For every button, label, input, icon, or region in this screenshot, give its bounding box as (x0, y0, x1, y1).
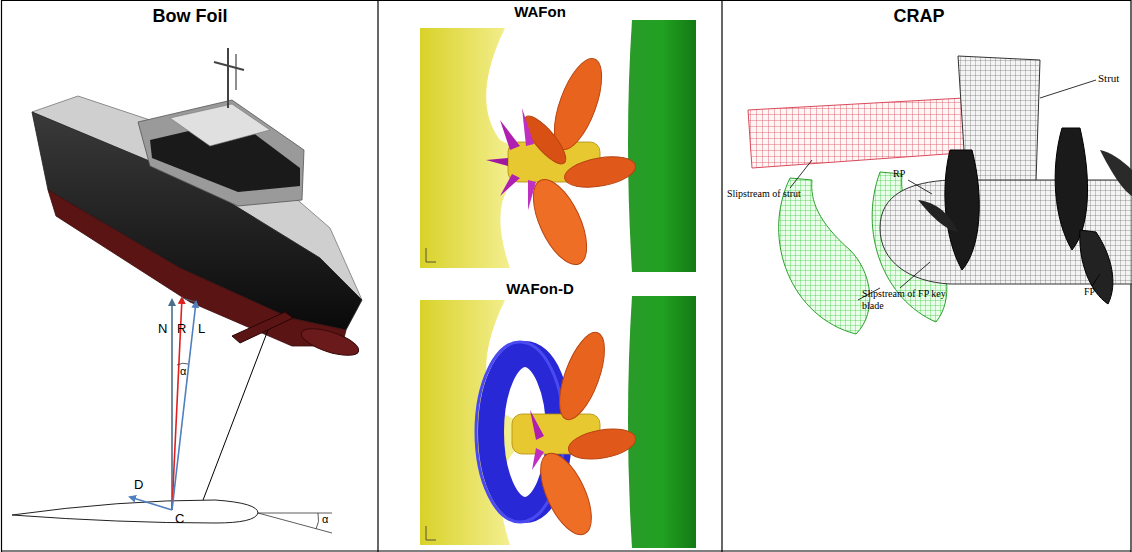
axis-icon (426, 540, 436, 541)
rp-blade (945, 150, 979, 270)
chord-line (258, 513, 332, 533)
part-label: FP (1084, 286, 1095, 298)
figure-panel: WAFon (378, 0, 722, 276)
propeller-blade (550, 327, 613, 425)
hull-yellow (420, 28, 520, 268)
part-label: Slipstream of FP key blade (862, 288, 946, 311)
panel-title: WAFon (368, 3, 712, 20)
rudder-green (628, 296, 696, 548)
axis-icon (426, 526, 427, 540)
wafon-d-illustration (420, 296, 696, 548)
rudder-green (628, 20, 696, 272)
antenna (235, 54, 236, 90)
propeller-blade (566, 424, 638, 463)
point-label: C (175, 512, 184, 527)
panel-title: WAFon-D (368, 280, 712, 297)
angle-label: α (180, 365, 186, 378)
crap-illustration (748, 56, 1132, 334)
panel-title: Bow Foil (2, 6, 378, 27)
reference-line (258, 513, 332, 514)
force-label: N (158, 322, 167, 337)
rp-blade (918, 200, 958, 232)
border-line (721, 0, 722, 552)
force-diagram (12, 298, 332, 533)
angle-arc (177, 363, 188, 365)
roof (170, 104, 270, 146)
part-label: Slipstream of strut (727, 188, 801, 200)
normal-force-arrow (171, 300, 173, 510)
figure-panel: Bow Foil (2, 0, 378, 552)
drag-arrow (130, 497, 172, 510)
mast-arm (214, 62, 244, 70)
leader-line (200, 330, 268, 508)
axis-icon (426, 262, 436, 263)
border-line (1, 0, 1131, 1)
ship-bottom (48, 190, 346, 346)
wake-fin (532, 448, 544, 470)
wake-fin (500, 174, 520, 196)
angle-label: α (322, 513, 328, 526)
wake-fin (500, 120, 520, 150)
wafon-illustration (420, 20, 696, 272)
force-label: L (198, 322, 205, 337)
leader-line (1092, 274, 1100, 286)
angle-arc (316, 513, 319, 529)
part-label: Strut (1098, 72, 1119, 85)
superstructure (138, 100, 304, 206)
part-label: RP (893, 168, 905, 180)
leader-line (900, 262, 930, 288)
panel-title: CRAP (714, 6, 1124, 27)
axis-icon (426, 248, 427, 262)
propeller-blade (522, 172, 597, 272)
figure-panel: CRAP (722, 0, 1132, 552)
propeller-blade (530, 446, 602, 542)
border-line (1, 0, 2, 552)
mast (227, 48, 229, 108)
border-line (377, 0, 378, 552)
border-line (1, 550, 1131, 551)
ship-illustration (32, 48, 362, 361)
leader-line (908, 180, 932, 194)
wake-fin (528, 180, 536, 210)
propeller-blade (562, 152, 638, 192)
fp-blade (1100, 150, 1132, 196)
vector-link (182, 298, 196, 302)
airfoil (12, 500, 258, 523)
fp-blade (1080, 230, 1113, 304)
bow-bulb (298, 323, 361, 361)
figure-panel: WAFon-D (378, 276, 722, 552)
leader-line (790, 160, 812, 188)
lift-arrow (172, 302, 196, 510)
wake-fin (522, 108, 534, 146)
leader-line (1040, 80, 1096, 98)
force-label: R (177, 322, 186, 337)
bow-foil (232, 312, 293, 343)
wake-fin (530, 410, 544, 440)
wake-fin (486, 158, 508, 166)
force-label: D (134, 478, 143, 493)
blade-slipstream (779, 178, 870, 334)
